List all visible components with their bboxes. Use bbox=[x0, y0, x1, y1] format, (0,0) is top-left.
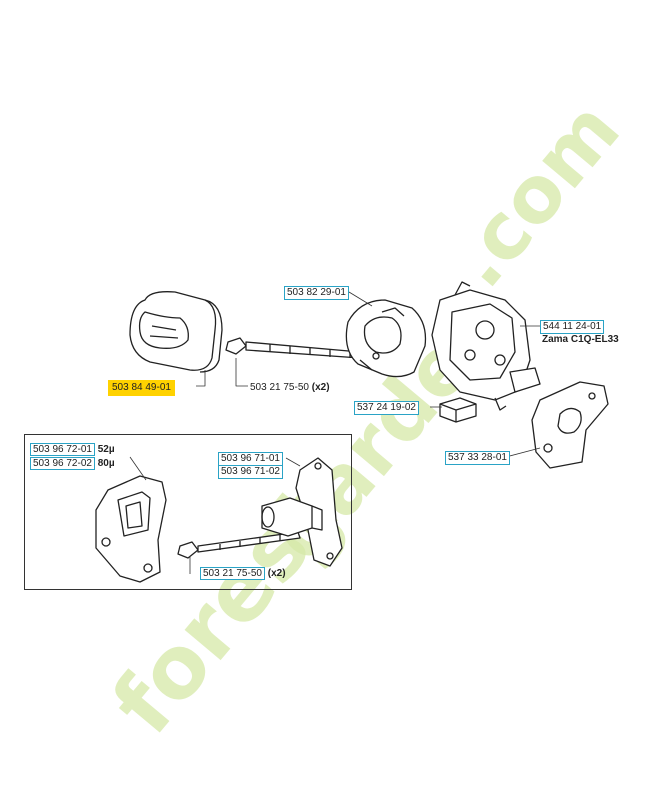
kit-plate-b-size: 80µ bbox=[97, 458, 115, 469]
kit-screw-quantity: (x2) bbox=[267, 568, 286, 579]
kit-screw-drawing bbox=[177, 531, 301, 559]
kit-plate-a-label: 503 96 72-01 52µ bbox=[30, 443, 115, 456]
gasket-part-number[interactable]: 537 33 28-01 bbox=[445, 451, 510, 465]
screw-quantity: (x2) bbox=[311, 382, 330, 393]
kit-holder-a-part-number[interactable]: 503 96 71-01 bbox=[218, 452, 283, 466]
carburetor-drawing bbox=[431, 281, 541, 411]
kit-plate-b-part-number[interactable]: 503 96 72-02 bbox=[30, 457, 95, 470]
screw-drawing bbox=[225, 337, 361, 359]
kit-plate-a-size: 52µ bbox=[97, 444, 115, 455]
air-filter-part-number[interactable]: 503 84 49-01 bbox=[108, 380, 175, 396]
leader-lines bbox=[129, 291, 541, 574]
gasket-drawing bbox=[531, 381, 609, 469]
intake-adapter-part-number[interactable]: 503 82 29-01 bbox=[284, 286, 349, 300]
intake-adapter-drawing bbox=[345, 299, 427, 378]
block-part-number[interactable]: 537 24 19-02 bbox=[354, 401, 419, 415]
kit-screw-part-number[interactable]: 503 21 75-50 bbox=[200, 567, 265, 580]
kit-plate-a-part-number[interactable]: 503 96 72-01 bbox=[30, 443, 95, 456]
air-filter-drawing bbox=[129, 291, 223, 373]
kit-plate-b-label: 503 96 72-02 80µ bbox=[30, 457, 115, 470]
screw-part-label: 503 21 75-50 (x2) bbox=[250, 382, 330, 394]
carburetor-part-number[interactable]: 544 11 24-01 bbox=[540, 320, 605, 334]
kit-holder-drawing bbox=[261, 457, 343, 567]
block-drawing bbox=[439, 397, 477, 423]
carburetor-model: Zama C1Q-EL33 bbox=[542, 334, 619, 345]
kit-screw-label: 503 21 75-50 (x2) bbox=[200, 567, 286, 580]
kit-holder-b-part-number[interactable]: 503 96 71-02 bbox=[218, 465, 283, 479]
replacement-kit-frame bbox=[24, 434, 352, 590]
screw-part-number[interactable]: 503 21 75-50 bbox=[250, 382, 309, 393]
kit-plate-drawing bbox=[95, 475, 167, 583]
